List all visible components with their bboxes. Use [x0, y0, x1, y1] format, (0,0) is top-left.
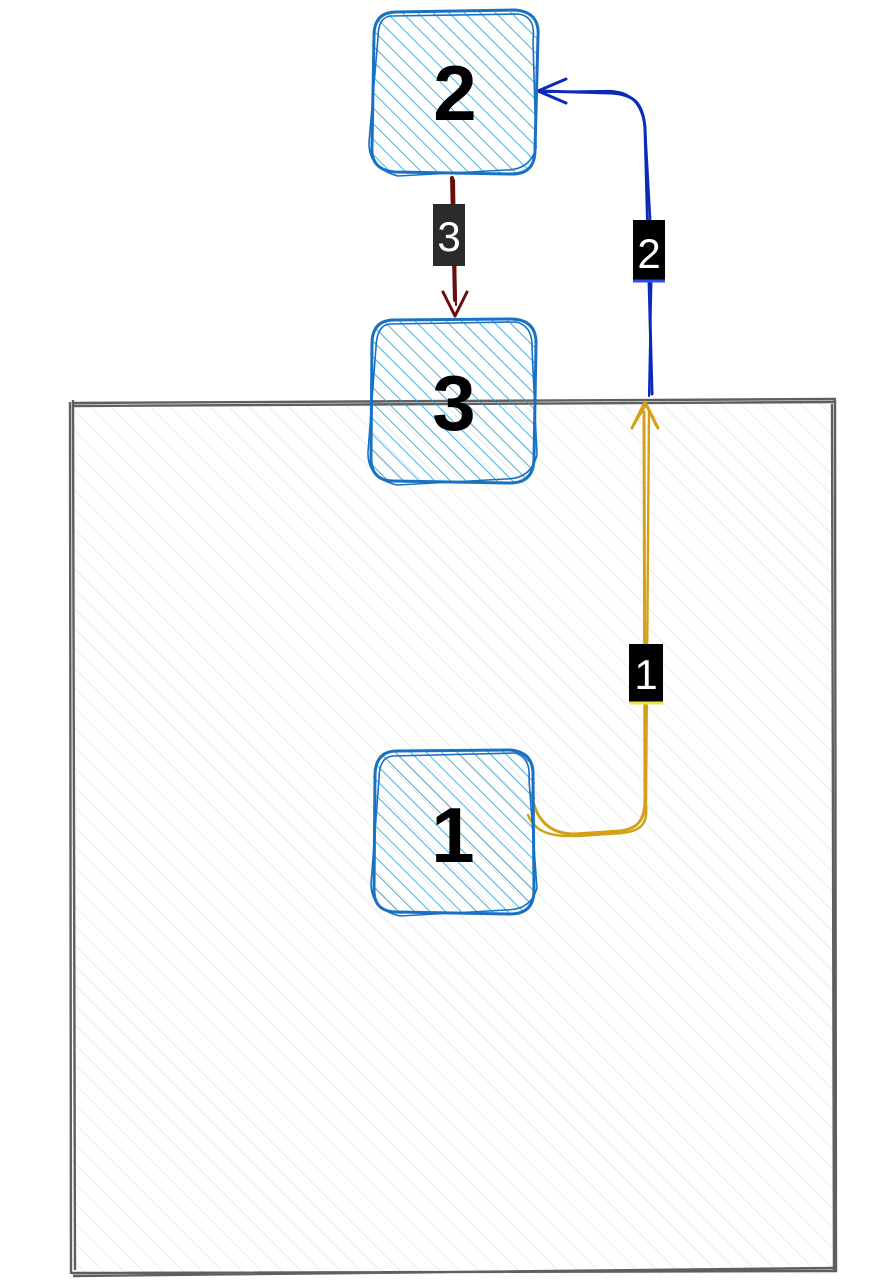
edge-2-label-badge[interactable]: 2 [633, 220, 665, 283]
node-1-label: 1 [431, 791, 474, 879]
edge-1-label-badge[interactable]: 1 [629, 644, 663, 705]
node-3[interactable]: 3 [367, 317, 538, 486]
node-3-label: 3 [432, 359, 475, 447]
edge-3-label: 3 [437, 213, 460, 260]
edge-1-arrow[interactable] [526, 400, 660, 838]
edge-3-label-badge[interactable]: 3 [433, 204, 465, 266]
edge-1-label: 1 [634, 651, 657, 698]
node-1[interactable]: 1 [370, 748, 538, 917]
node-2[interactable]: 2 [368, 8, 540, 177]
edge-2-label: 2 [637, 230, 660, 277]
node-2-label: 2 [433, 49, 476, 137]
